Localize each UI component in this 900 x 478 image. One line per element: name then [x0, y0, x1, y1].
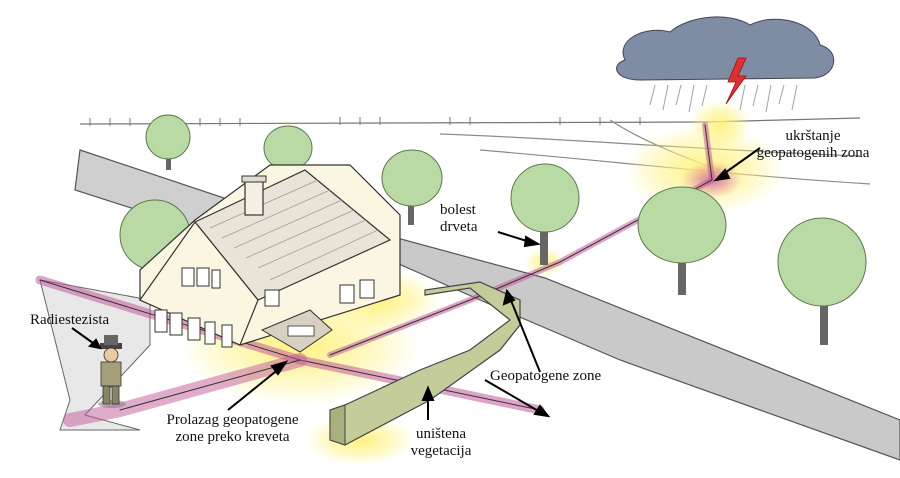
label-prolazag-geopatogene-zone: Prolazag geopatogene zone preko kreveta: [135, 412, 330, 446]
bed: [287, 325, 315, 337]
geopathic-zone-bands: [35, 122, 716, 427]
tree-far-right: [777, 217, 867, 345]
tree-right: [637, 186, 727, 295]
label-bolest-line2: drveta: [440, 219, 478, 235]
label-unistena-line2: vegetacija: [410, 443, 472, 459]
label-ukrstanje-geopatogenih-zona: ukrštanje geopatogenih zona: [738, 128, 888, 162]
house-windows: [154, 267, 375, 348]
house: [139, 164, 401, 353]
tree-sick: [510, 163, 580, 265]
chimney-icon: [241, 175, 267, 216]
hedge: [329, 281, 521, 446]
label-unistena-vegetacija: uništena vegetacija: [400, 426, 482, 460]
label-bolest-drveta: bolest drveta: [440, 202, 477, 236]
storm-cloud: [616, 16, 835, 113]
lightning-icon: [725, 57, 747, 105]
tree-back-left: [145, 114, 191, 170]
road-main: [358, 226, 900, 461]
annotation-arrows: [71, 147, 761, 420]
label-bolest-line1: bolest: [440, 202, 476, 218]
label-prolazag-line2: zone preko kreveta: [175, 429, 290, 445]
label-geopatogene-zone: Geopatogene zone: [490, 368, 602, 384]
sidewalk-left: [39, 279, 151, 431]
label-radiestezista: Radiestezista: [30, 312, 110, 328]
label-prolazag-line1: Prolazag geopatogene: [166, 412, 299, 428]
person-icon: [98, 335, 126, 408]
tree-center: [381, 149, 443, 225]
label-unistena-line1: uništena: [416, 426, 466, 442]
label-ukrstanje-line1: ukrštanje: [785, 128, 841, 144]
label-ukrstanje-line2: geopatogenih zona: [756, 145, 870, 161]
